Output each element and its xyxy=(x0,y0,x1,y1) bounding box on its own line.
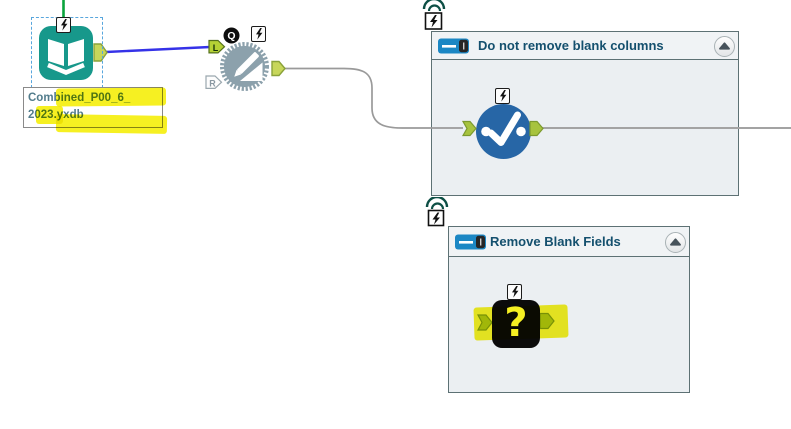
toggle-line xyxy=(442,45,456,48)
highlight-stroke xyxy=(55,87,167,107)
toggle-knob-slit xyxy=(480,238,482,246)
toggle-knob-slit xyxy=(463,42,465,50)
highlight-stroke xyxy=(55,114,168,134)
gear-teeth xyxy=(220,42,269,91)
chevron-up-icon xyxy=(719,42,730,50)
pencil-icon xyxy=(234,52,259,77)
gear-disc xyxy=(223,45,266,88)
lightning-badge-icon xyxy=(495,88,510,104)
container-header[interactable]: Remove Blank Fields xyxy=(449,227,689,257)
hand-icon xyxy=(240,62,263,81)
chevron-up-icon xyxy=(670,237,681,246)
wireless-connection-icon xyxy=(421,0,447,30)
macro-gear-tool[interactable] xyxy=(220,42,269,91)
container-enable-toggle[interactable] xyxy=(455,234,487,250)
macro-right-anchor[interactable]: R xyxy=(205,75,223,89)
container-title: Remove Blank Fields xyxy=(490,234,621,249)
toggle-line xyxy=(459,241,473,244)
input-data-tool[interactable] xyxy=(39,26,93,80)
container-header[interactable]: Do not remove blank columns xyxy=(432,32,738,60)
highlight-stroke xyxy=(473,304,569,341)
connection-wire-blue[interactable] xyxy=(105,45,211,54)
question-badge-icon: Q xyxy=(223,27,240,44)
svg-text:Q: Q xyxy=(227,30,235,42)
output-anchor[interactable] xyxy=(271,60,286,77)
open-book-icon xyxy=(47,39,85,75)
container-do-not-remove-blank-columns[interactable]: Do not remove blank columns xyxy=(431,31,739,196)
container-enable-toggle[interactable] xyxy=(438,38,470,54)
collapse-button[interactable] xyxy=(665,231,686,253)
anchor-label: L xyxy=(213,43,219,53)
macro-left-anchor[interactable]: L xyxy=(208,39,226,54)
container-title: Do not remove blank columns xyxy=(478,38,664,53)
collapse-button[interactable] xyxy=(714,36,735,57)
lightning-badge-icon xyxy=(56,17,71,33)
lightning-badge-icon xyxy=(507,284,522,300)
anchor-label: R xyxy=(209,79,216,89)
wireless-connection-icon xyxy=(424,197,450,227)
lightning-badge-icon xyxy=(251,26,266,42)
